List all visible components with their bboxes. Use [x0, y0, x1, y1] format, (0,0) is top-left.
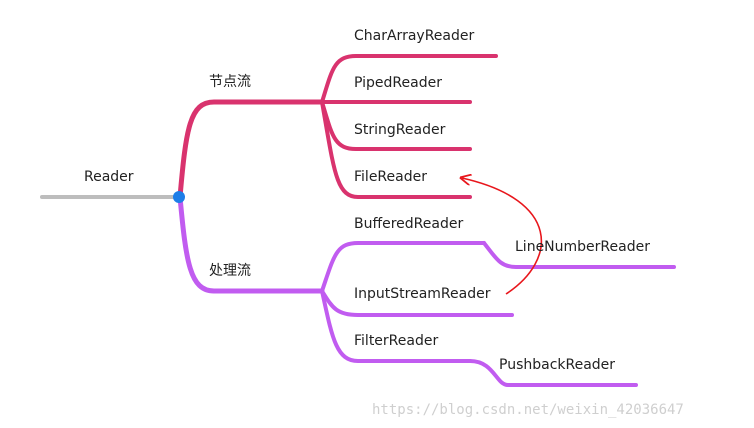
child-connector-pushbackreader [468, 359, 638, 387]
node-pushbackreader: PushbackReader [499, 357, 615, 373]
node-inputstreamreader: InputStreamReader [354, 286, 491, 302]
branch-connector [177, 99, 325, 200]
child-connector-filterreader [320, 289, 472, 363]
branch-label-processing-streams: 处理流 [209, 263, 251, 279]
node-bufferedreader: BufferedReader [354, 216, 463, 232]
root-label: Reader [84, 169, 134, 185]
node-filereader: FileReader [354, 169, 427, 185]
relation-arrow [462, 178, 542, 295]
branch-node-streams [177, 54, 498, 200]
node-filterreader: FilterReader [354, 333, 438, 349]
node-stringreader: StringReader [354, 122, 446, 138]
node-chararrayreader: CharArrayReader [354, 28, 474, 44]
child-connector-filereader [320, 100, 472, 199]
child-connector-linenumberreader [482, 241, 676, 269]
branch-processing-streams [177, 194, 676, 387]
child-connector-bufferedreader [320, 241, 486, 293]
branch-connector [177, 194, 325, 294]
watermark: https://blog.csdn.net/weixin_42036647 [372, 402, 684, 418]
node-linenumberreader: LineNumberReader [515, 239, 650, 255]
branch-label-node-streams: 节点流 [209, 74, 251, 90]
root-dot [173, 191, 185, 203]
child-connector-chararrayreader [320, 54, 498, 104]
node-pipedreader: PipedReader [354, 75, 442, 91]
